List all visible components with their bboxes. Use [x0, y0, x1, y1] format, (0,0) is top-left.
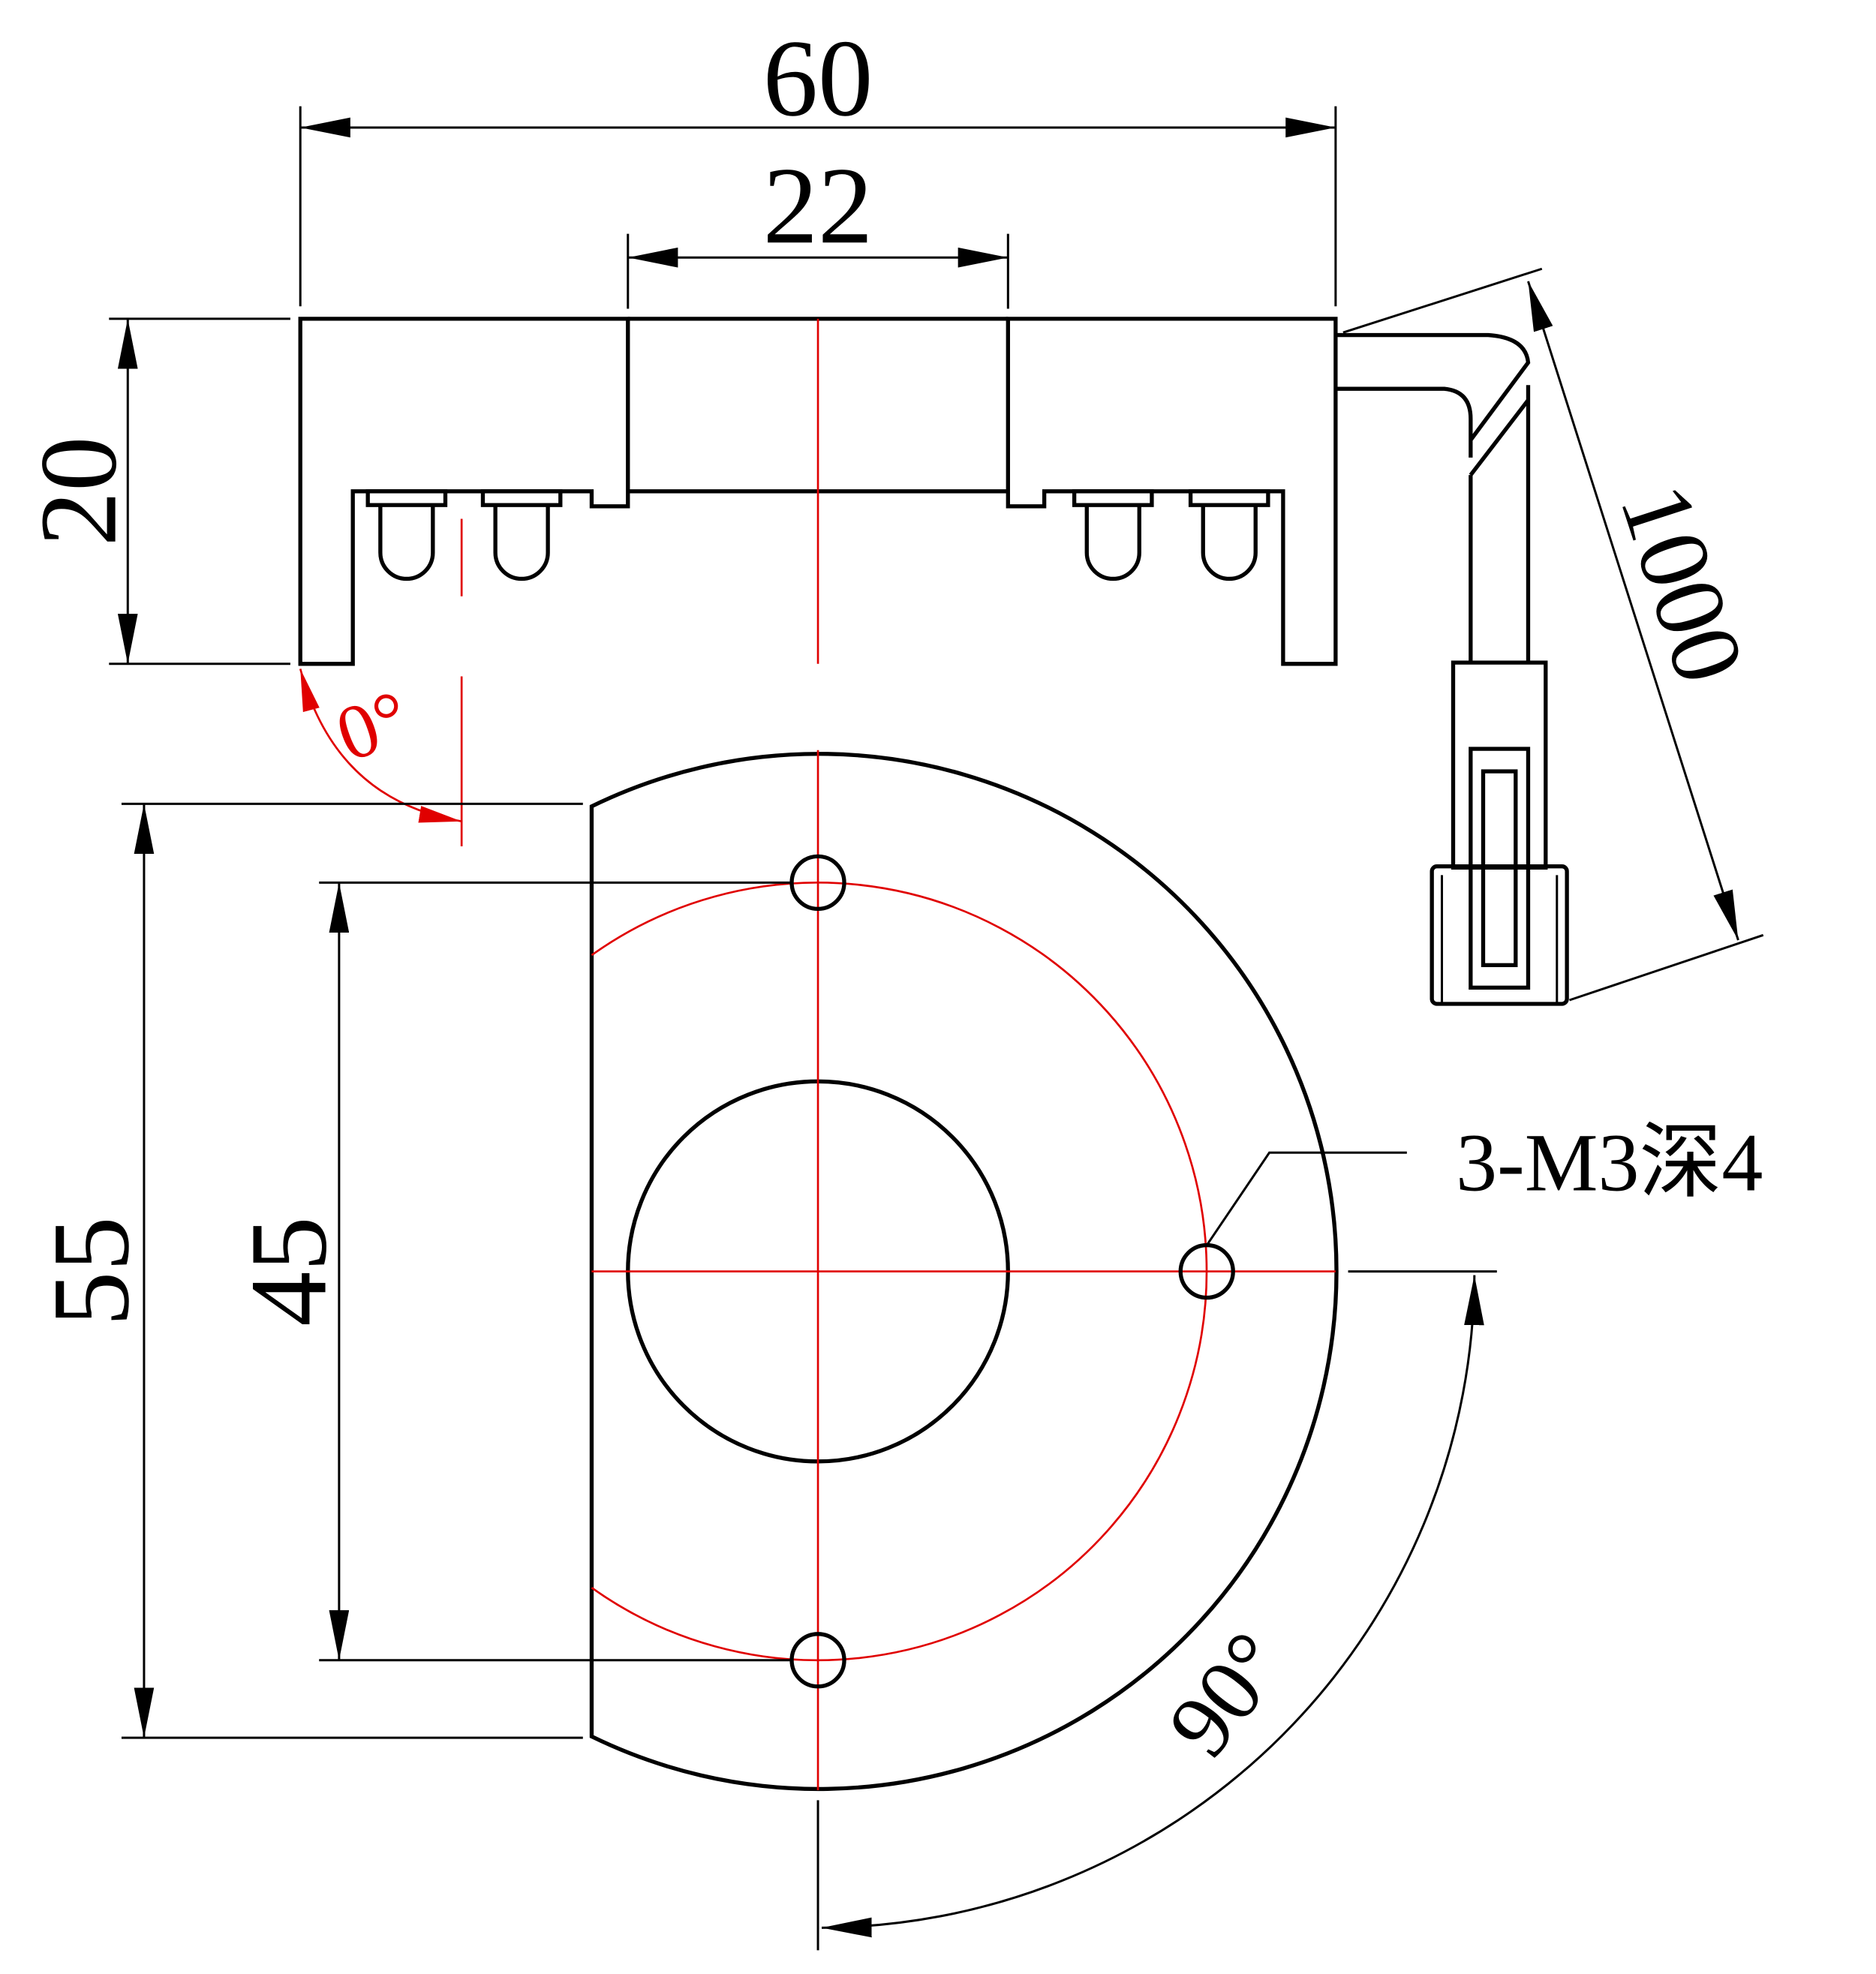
dimension-label: 60 — [763, 17, 873, 139]
dimension-45: 45 — [227, 881, 792, 1662]
dimension-label: 22 — [763, 144, 873, 266]
dimension-60: 60 — [299, 17, 1337, 307]
cable — [1335, 332, 1531, 663]
dimension-label: 1000 — [1599, 471, 1766, 696]
led-array — [365, 489, 1270, 581]
dimension-label: 20 — [17, 437, 140, 547]
side-section-view: 60 22 20 1000 0° — [17, 17, 1766, 1006]
dimension-label: 45 — [227, 1216, 350, 1327]
dimension-1000: 1000 — [1342, 267, 1766, 1002]
dimension-22: 22 — [627, 144, 1009, 309]
dimension-55: 55 — [29, 802, 583, 1739]
led — [1188, 489, 1270, 581]
dimension-20: 20 — [17, 317, 290, 666]
callout-label: 3-M3深4 — [1456, 1116, 1763, 1208]
left-hatched-body — [298, 317, 630, 666]
led — [1072, 489, 1154, 581]
dimension-label: 55 — [29, 1216, 152, 1327]
right-hatched-body — [1006, 317, 1338, 666]
angle-label: 0° — [326, 674, 420, 778]
connector — [1430, 660, 1569, 1006]
led — [480, 489, 563, 581]
mount-hole-callout: 3-M3深4 — [1205, 1116, 1763, 1246]
angle-90: 90° — [816, 1270, 1497, 1951]
angle-label: 90° — [1149, 1614, 1305, 1774]
angle-0: 0° — [299, 669, 462, 823]
led — [365, 489, 448, 581]
plan-view: 55 45 3-M3深4 90° — [29, 750, 1763, 1951]
